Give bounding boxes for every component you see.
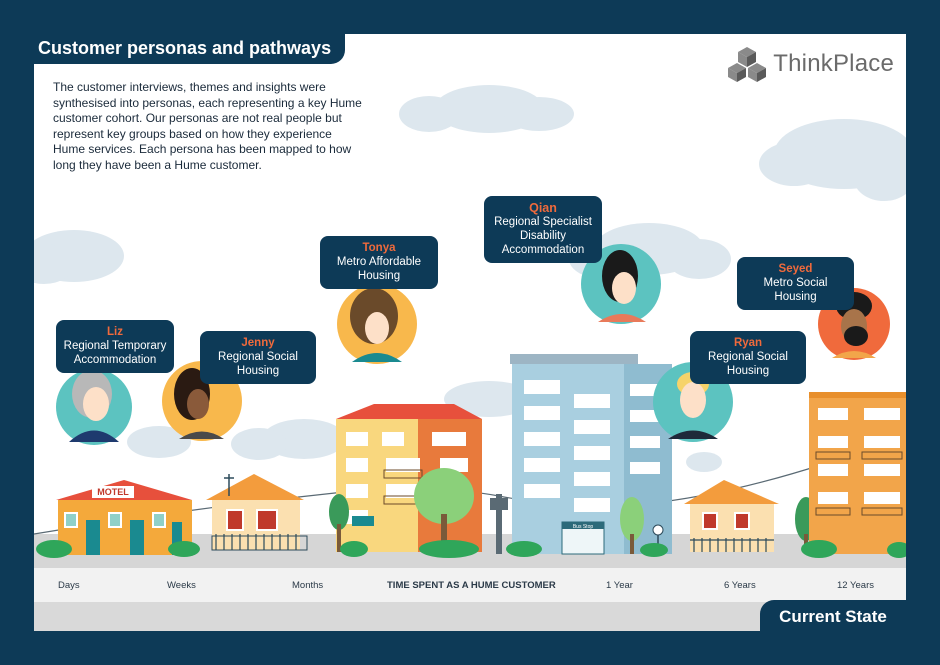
small-house — [684, 480, 779, 552]
persona-bubble-liz: Liz Regional Temporary Accommodation — [56, 320, 174, 373]
timeline-tick: 12 Years — [837, 580, 874, 591]
logo-text: ThinkPlace — [773, 50, 894, 77]
persona-name: Tonya — [362, 242, 396, 254]
page-title: Customer personas and pathways — [34, 34, 346, 64]
persona-type: Regional Social Housing — [708, 351, 788, 377]
persona-bubble-ryan: Ryan Regional Social Housing — [690, 331, 806, 384]
current-state-label: Current State — [760, 600, 906, 631]
avatar-tonya — [337, 284, 417, 364]
thinkplace-cubes-icon — [728, 47, 767, 82]
persona-type: Regional Social Housing — [218, 351, 298, 377]
persona-bubble-seyed: Seyed Metro Social Housing — [737, 257, 854, 310]
tree — [329, 494, 349, 552]
motel-building: MOTEL — [56, 480, 192, 555]
timeline-tick: Days — [58, 580, 80, 591]
neighbourhood-illustration: MOTEL — [34, 85, 906, 568]
avatar-liz — [56, 369, 132, 445]
persona-type: Metro Affordable Housing — [336, 256, 422, 282]
timeline-axis-label: TIME SPENT AS A HUME CUSTOMER — [387, 580, 556, 591]
small-house — [206, 474, 308, 551]
persona-name: Qian — [529, 201, 557, 215]
thinkplace-logo: ThinkPlace — [727, 44, 894, 84]
bus-stop-sign: Bus Stop — [573, 524, 594, 530]
persona-name: Ryan — [733, 337, 763, 349]
persona-type: Metro Social Housing — [763, 277, 828, 303]
persona-type: Regional Temporary Accommodation — [63, 340, 167, 366]
timeline-tick: Months — [292, 580, 324, 591]
intro-paragraph: The customer interviews, themes and insi… — [53, 80, 362, 172]
tree — [414, 468, 474, 552]
persona-bubble-tonya: Tonya Metro Affordable Housing — [320, 236, 438, 289]
persona-bubble-jenny: Jenny Regional Social Housing — [200, 331, 316, 384]
persona-name: Seyed — [778, 263, 813, 275]
slide-canvas: MOTEL — [34, 34, 906, 631]
persona-name: Liz — [107, 326, 123, 338]
bushes — [36, 540, 906, 558]
motel-sign: MOTEL — [97, 487, 129, 497]
utility-pole — [490, 494, 508, 554]
apartment-building-orange — [809, 392, 906, 554]
apartment-building-yellow — [336, 404, 482, 552]
apartment-building-blue: Bus Stop — [510, 354, 672, 555]
clouds — [34, 85, 906, 472]
timeline-tick: 1 Year — [606, 580, 633, 591]
timeline-bar — [34, 568, 906, 602]
tree — [620, 497, 644, 554]
timeline-tick: 6 Years — [724, 580, 756, 591]
avatar-qian — [581, 244, 661, 324]
timeline-tick: Weeks — [167, 580, 196, 591]
persona-name: Jenny — [241, 337, 275, 349]
persona-bubble-qian: Qian Regional Specialist Disability Acco… — [484, 196, 602, 263]
persona-type: Regional Specialist Disability Accommoda… — [494, 216, 592, 256]
